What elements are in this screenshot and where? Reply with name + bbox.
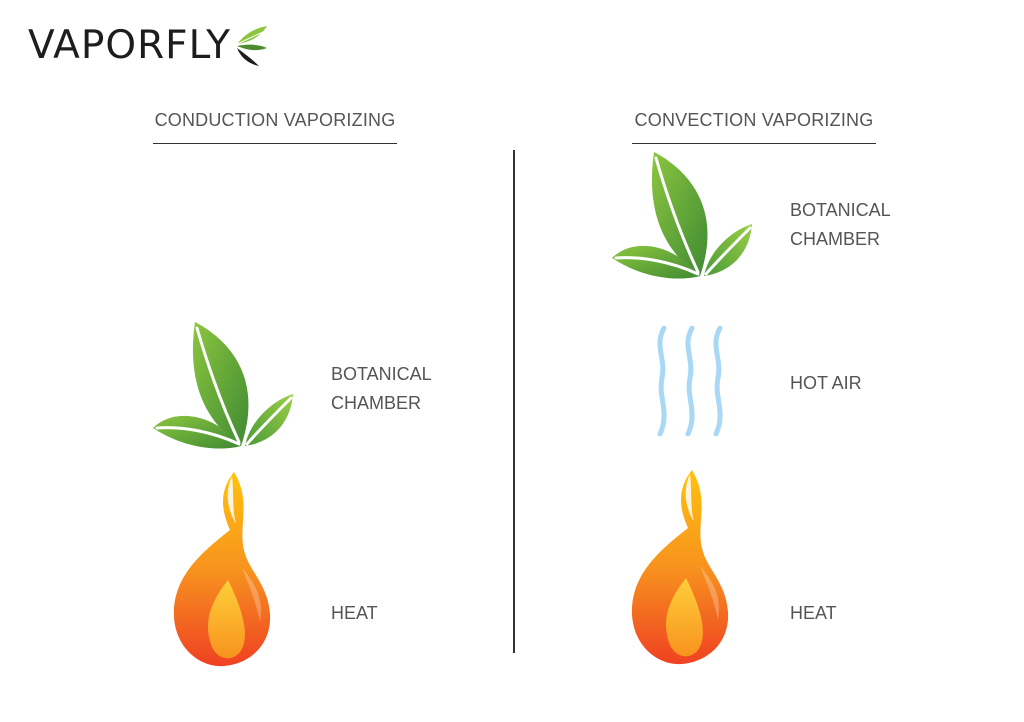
brand-logo: VAPORFLY [28, 22, 269, 70]
conduction-heading: CONDUCTION VAPORIZING [153, 108, 397, 144]
leaf-icon [152, 322, 294, 451]
convection-hot-air-label: HOT AIR [790, 373, 862, 393]
convection-heading-text: CONVECTION VAPORIZING [634, 110, 874, 130]
convection-heading: CONVECTION VAPORIZING [632, 108, 876, 144]
convection-botanical-label: BOTANICAL CHAMBER [790, 200, 891, 249]
flame-icon [631, 470, 729, 665]
hot-air-icon [654, 326, 734, 436]
convection-heat-label: HEAT [790, 603, 837, 623]
column-divider [513, 150, 515, 653]
conduction-heat-label: HEAT [331, 603, 378, 623]
conduction-heading-text: CONDUCTION VAPORIZING [154, 110, 396, 130]
leaf-logo-icon [234, 26, 267, 66]
brand-name: VAPORFLY [28, 23, 231, 68]
conduction-botanical-label: BOTANICAL CHAMBER [331, 364, 432, 413]
leaf-icon [611, 152, 753, 281]
flame-icon [173, 472, 271, 667]
